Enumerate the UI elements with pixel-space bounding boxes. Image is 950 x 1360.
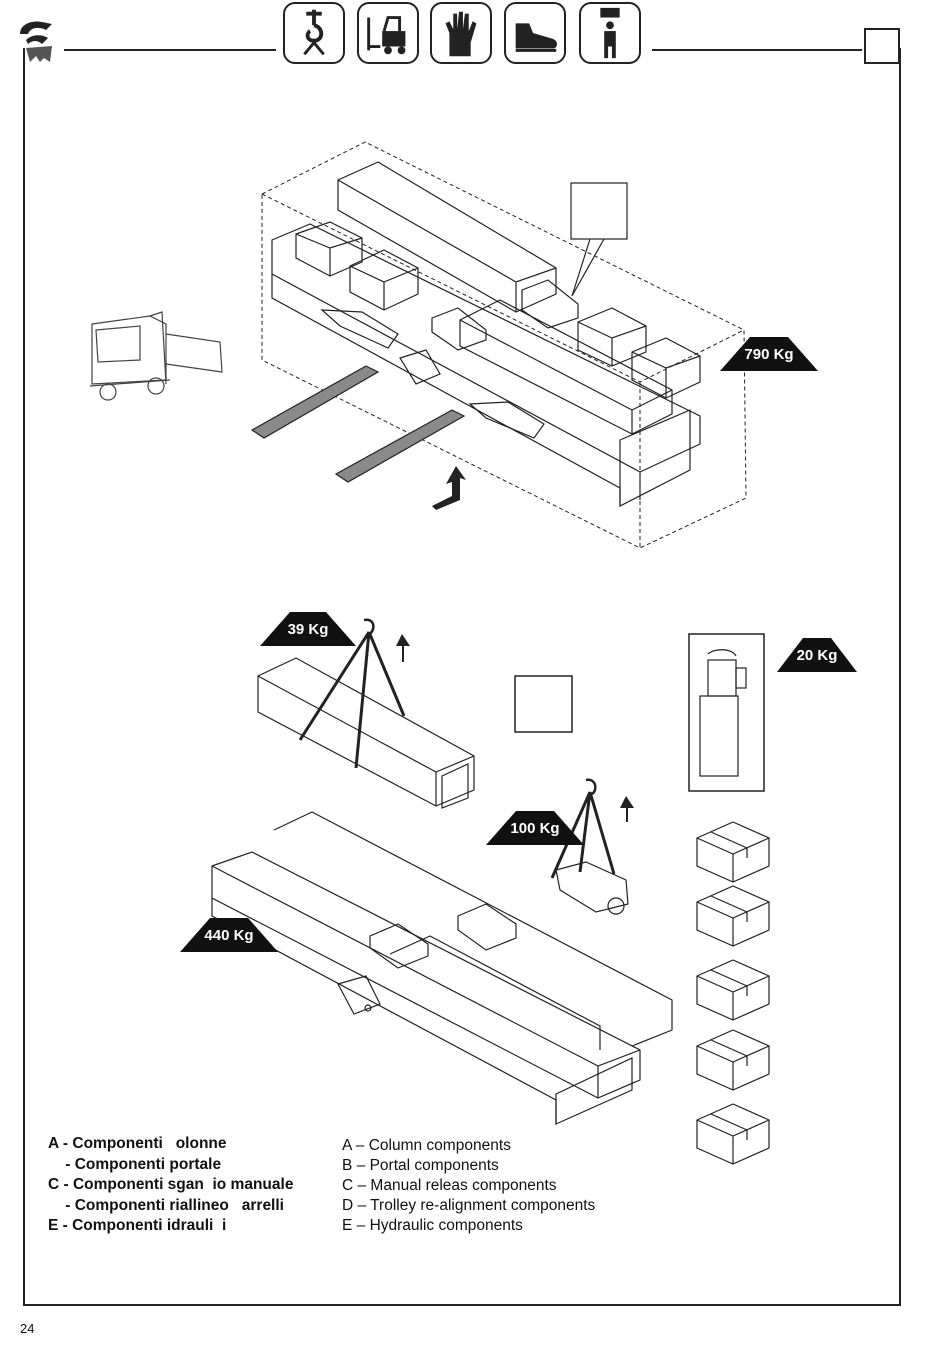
weight-label-column: 39 Kg <box>260 612 356 646</box>
callout-box-middle <box>514 675 573 733</box>
lift-direction-arrow <box>432 466 466 510</box>
column-component <box>257 618 475 809</box>
legend-it-d: - Componenti riallineo arrelli <box>48 1196 284 1214</box>
legend-en-e: E – Hydraulic components <box>342 1217 523 1234</box>
legend-en-b: B – Portal components <box>342 1157 499 1174</box>
column-lift-arrow <box>392 634 410 662</box>
portal-component <box>211 811 673 1125</box>
legend-en-a: A – Column components <box>342 1137 511 1154</box>
weight-label-package: 790 Kg <box>720 337 818 371</box>
suspended-load-person-icon <box>579 2 641 64</box>
packaging-boxes <box>295 221 701 399</box>
callout-box-upper <box>570 182 628 240</box>
callout-pointer <box>571 238 605 297</box>
legend-it-e: E - Componenti idrauli i <box>48 1217 227 1234</box>
package-outline <box>261 141 747 549</box>
forklift-forks <box>250 365 466 483</box>
small-parcels <box>696 821 770 1165</box>
legend-en-c: C – Manual releas components <box>342 1177 557 1194</box>
page-frame <box>23 48 901 1306</box>
weight-label-portal: 440 Kg <box>180 918 278 952</box>
weight-label-hydraulic: 20 Kg <box>777 638 857 672</box>
protective-glove-icon <box>430 2 492 64</box>
trolley-component <box>550 778 629 915</box>
header-rule-right <box>652 49 862 51</box>
brand-logo-icon <box>20 21 52 62</box>
safety-shoe-icon <box>504 2 566 64</box>
legend-it-b: - Componenti portale <box>48 1155 222 1173</box>
header-rule-left <box>64 49 276 51</box>
legend-it-a: A - Componenti olonne <box>48 1135 227 1152</box>
forklift-illustration <box>89 311 223 401</box>
trolley-lift-arrow <box>616 796 634 822</box>
forklift-icon <box>357 2 419 64</box>
page-number: 24 <box>20 1321 35 1336</box>
legend-english: A – Column components B – Portal compone… <box>342 1136 595 1236</box>
weight-label-trolley: 100 Kg <box>486 811 584 845</box>
legend-en-d: D – Trolley re-alignment components <box>342 1197 596 1214</box>
hydraulic-unit <box>688 633 765 792</box>
legend-italian: A - Componenti olonne - Componenti porta… <box>48 1134 293 1237</box>
legend-it-c: C - Componenti sgan io manuale <box>48 1176 294 1193</box>
crane-hook-icon <box>283 2 345 64</box>
section-letter-box <box>864 28 900 64</box>
upper-beam-assembly <box>271 161 701 507</box>
